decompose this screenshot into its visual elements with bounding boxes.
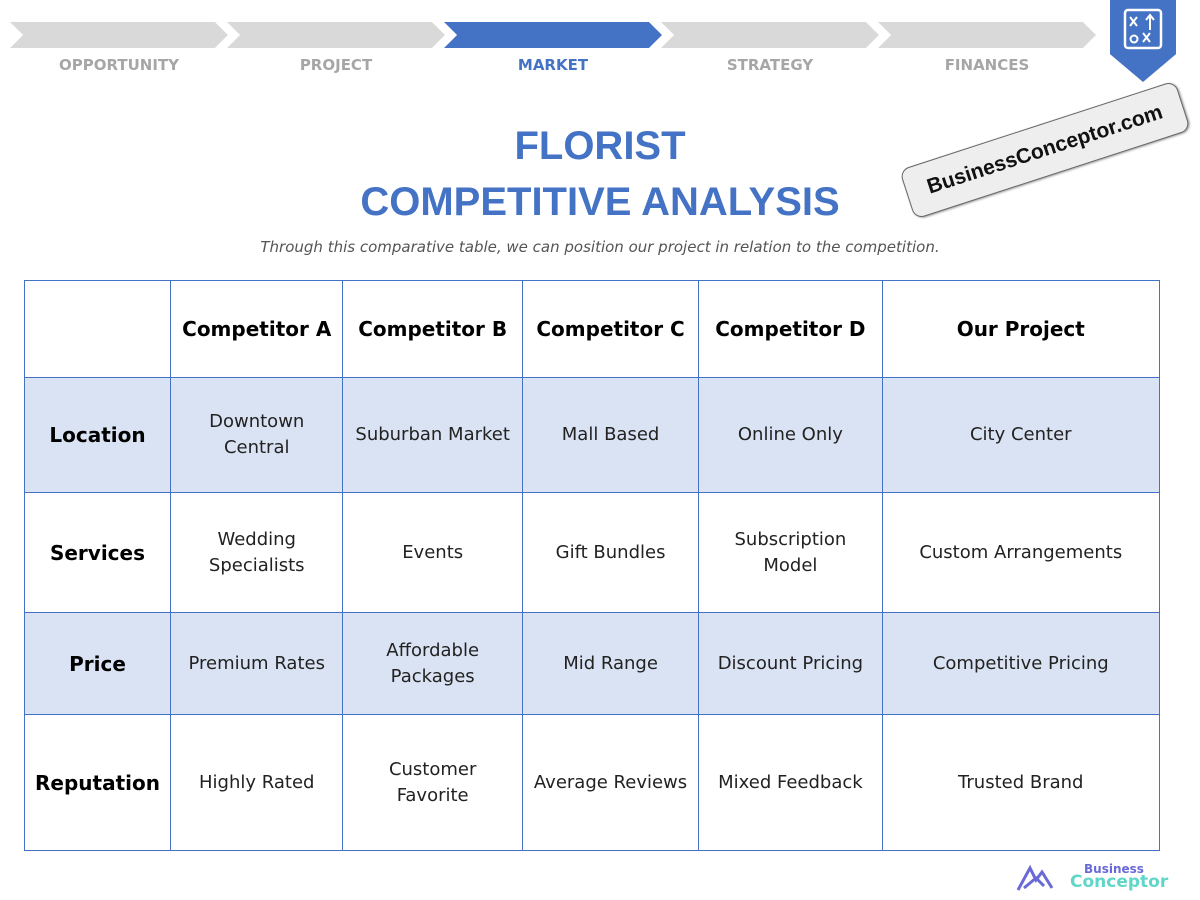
table-cell: Mixed Feedback	[698, 714, 883, 851]
row-label: Services	[24, 492, 171, 613]
step-arrow-project[interactable]	[227, 22, 445, 48]
table-cell: Wedding Specialists	[169, 492, 344, 613]
step-label-opportunity[interactable]: OPPORTUNITY	[58, 56, 179, 74]
table-cell: Premium Rates	[169, 612, 344, 715]
row-label: Location	[24, 377, 171, 493]
step-label-strategy[interactable]: STRATEGY	[726, 56, 814, 74]
table-cell: Customer Favorite	[342, 714, 523, 851]
table-cell: Events	[342, 492, 523, 613]
title-line1: FLORIST	[514, 124, 686, 168]
step-label-market[interactable]: MARKET	[517, 56, 589, 74]
row-label: Reputation	[24, 714, 171, 851]
table-cell: Discount Pricing	[698, 612, 883, 715]
table-cell: City Center	[881, 377, 1161, 493]
column-header	[24, 280, 171, 378]
table-cell: Suburban Market	[342, 377, 523, 493]
column-header: Competitor D	[698, 280, 883, 378]
table-cell: Online Only	[698, 377, 883, 493]
logo-line2: Conceptor	[1070, 872, 1169, 892]
step-label-project[interactable]: PROJECT	[299, 56, 373, 74]
step-arrow-market[interactable]	[444, 22, 662, 48]
step-label-finances[interactable]: FINANCES	[944, 56, 1030, 74]
step-arrow-strategy[interactable]	[661, 22, 879, 48]
table-cell: Mall Based	[521, 377, 700, 493]
table-cell: Gift Bundles	[521, 492, 700, 613]
column-header: Our Project	[881, 280, 1161, 378]
title-line2: COMPETITIVE ANALYSIS	[360, 180, 840, 224]
strategy-board-icon	[1110, 0, 1176, 82]
table-cell: Trusted Brand	[881, 714, 1161, 851]
table-cell: Subscription Model	[698, 492, 883, 613]
column-header: Competitor B	[342, 280, 523, 378]
table-cell: Competitive Pricing	[881, 612, 1161, 715]
table-cell: Downtown Central	[169, 377, 344, 493]
page-subtitle: Through this comparative table, we can p…	[260, 238, 940, 256]
table-cell: Average Reviews	[521, 714, 700, 851]
step-arrow-opportunity[interactable]	[10, 22, 228, 48]
logo-line1: Business	[1084, 862, 1144, 876]
table-cell: Affordable Packages	[342, 612, 523, 715]
column-header: Competitor A	[169, 280, 344, 378]
step-arrow-finances[interactable]	[878, 22, 1096, 48]
table-cell: Highly Rated	[169, 714, 344, 851]
page-title: FLORIST COMPETITIVE ANALYSIS	[0, 118, 1200, 230]
business-conceptor-logo: Business Conceptor	[1016, 860, 1169, 894]
table-cell: Custom Arrangements	[881, 492, 1161, 613]
table-cell: Mid Range	[521, 612, 700, 715]
row-label: Price	[24, 612, 171, 715]
column-header: Competitor C	[521, 280, 700, 378]
